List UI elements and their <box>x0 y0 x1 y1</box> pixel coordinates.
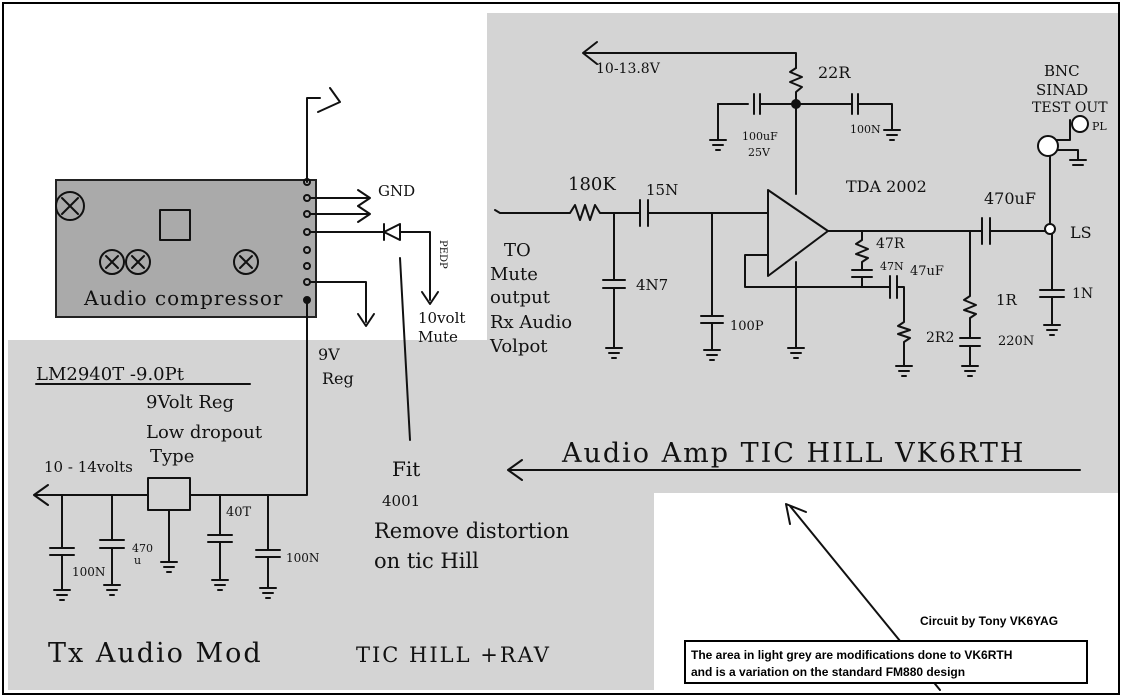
label-in-volpot: Volpot <box>489 336 548 357</box>
label-on-tic-hill: on tic Hill <box>374 549 479 573</box>
label-low-dropout: Low dropout <box>146 422 263 443</box>
label-in-to: TO <box>504 240 531 261</box>
credit-text: Circuit by Tony VK6YAG <box>920 614 1059 628</box>
compressor-label: Audio compressor <box>83 286 283 310</box>
label-remove-distortion: Remove distortion <box>374 519 569 543</box>
label-mute: Mute <box>418 328 458 346</box>
label-40t: 40T <box>226 505 252 520</box>
wiring <box>33 41 1089 691</box>
amp-title: Audio Amp TIC HILL VK6RTH <box>561 438 1025 469</box>
label-15n: 15N <box>646 181 678 199</box>
label-1n: 1N <box>1072 286 1093 302</box>
label-sinad: SINAD <box>1036 81 1088 99</box>
label-47n: 47N <box>880 260 904 273</box>
label-100uf: 100uF <box>742 130 778 143</box>
label-470: 470 <box>132 542 153 555</box>
label-type: Type <box>150 446 194 467</box>
label-2r2: 2R2 <box>926 330 954 346</box>
label-220n: 220N <box>998 334 1034 349</box>
label-test-out: TEST OUT <box>1032 100 1108 116</box>
label-pl: PL <box>1092 120 1107 133</box>
label-fit: Fit <box>392 457 420 481</box>
label-supply-top: 10-13.8V <box>596 61 661 77</box>
label-4001: 4001 <box>382 492 420 510</box>
tx-subtitle: TIC HILL +RAV <box>356 643 551 667</box>
label-reg: Reg <box>322 369 354 388</box>
label-25v: 25V <box>748 146 771 159</box>
label-9v: 9V <box>318 345 340 364</box>
label-1r: 1R <box>996 291 1018 309</box>
label-in-output: output <box>490 287 551 308</box>
label-in-rxaudio: Rx Audio <box>490 312 572 333</box>
note-line-1: The area in light grey are modifications… <box>691 648 1013 662</box>
label-gnd: GND <box>378 182 415 200</box>
label-47uf: 47uF <box>910 264 944 279</box>
label-47r: 47R <box>876 236 905 252</box>
note-line-2: and is a variation on the standard FM880… <box>691 665 966 679</box>
label-470u: u <box>134 554 141 567</box>
label-100n-top: 100N <box>850 123 881 136</box>
note-box: The area in light grey are modifications… <box>684 640 1088 684</box>
label-9volt-reg: 9Volt Reg <box>146 392 234 413</box>
tx-title: Tx Audio Mod <box>48 638 263 669</box>
label-4n7: 4N7 <box>636 276 668 294</box>
label-ls: LS <box>1070 223 1092 242</box>
label-10volt: 10volt <box>418 309 465 327</box>
label-100n-left: 100N <box>72 565 105 579</box>
label-lm2940t: LM2940T -9.0Pt <box>36 364 185 385</box>
label-tda2002: TDA 2002 <box>846 177 927 196</box>
label-100n-right: 100N <box>286 551 319 565</box>
compressor-box <box>55 179 317 318</box>
label-diode: PEDP <box>437 240 448 269</box>
label-supply-left: 10 - 14volts <box>44 458 133 476</box>
label-470uf: 470uF <box>984 189 1036 208</box>
label-in-mute: Mute <box>490 264 538 285</box>
label-180k: 180K <box>568 174 616 195</box>
label-bnc: BNC <box>1044 62 1080 80</box>
label-22r: 22R <box>818 63 851 82</box>
label-100p: 100P <box>730 319 764 334</box>
tx-grey-region <box>8 340 654 690</box>
